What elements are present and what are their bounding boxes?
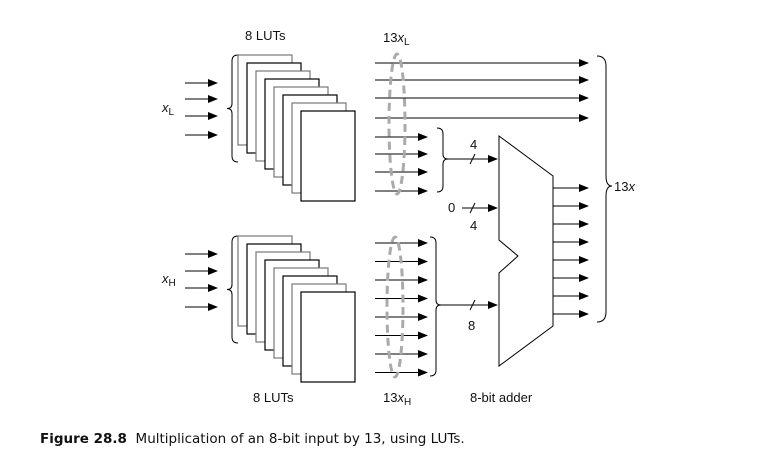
xh-input-arrows bbox=[185, 250, 218, 311]
bus-bottom-label: 13xH bbox=[383, 390, 411, 408]
caption-text: Multiplication of an 8-bit input by 13, … bbox=[135, 431, 465, 447]
bus-bottom-ellipse bbox=[385, 235, 405, 379]
adder-block bbox=[498, 135, 554, 367]
zero-width-label: 4 bbox=[470, 218, 477, 233]
bus-top-label: 13xL bbox=[383, 30, 410, 48]
figure-number: Figure 28.8 bbox=[40, 431, 127, 447]
top-lut-stack bbox=[237, 54, 356, 202]
bottom-lut-stack bbox=[237, 235, 356, 383]
figure-caption: Figure 28.8 Multiplication of an 8-bit i… bbox=[40, 431, 465, 447]
xl-label: xL bbox=[161, 100, 175, 118]
top-width-label: 4 bbox=[470, 137, 477, 152]
lut-8 bbox=[300, 291, 356, 383]
luts-top-label: 8 LUTs bbox=[245, 28, 286, 43]
bottom-lut-output-arrows bbox=[375, 239, 428, 377]
xl-input-arrows bbox=[185, 79, 218, 139]
bottom-width-slash bbox=[469, 299, 476, 311]
top-width-slash bbox=[469, 153, 476, 165]
zero-width-slash bbox=[469, 202, 476, 214]
xh-input-brace bbox=[226, 235, 239, 344]
output-brace bbox=[596, 55, 613, 323]
bus-top-ellipse bbox=[387, 52, 407, 196]
bottom-width-label: 8 bbox=[468, 318, 475, 333]
adder-label: 8-bit adder bbox=[470, 390, 533, 405]
luts-bottom-label: 8 LUTs bbox=[253, 390, 294, 405]
output-label: 13x bbox=[614, 179, 635, 194]
adder-output-arrows bbox=[553, 184, 589, 318]
top-adder-brace bbox=[436, 127, 449, 193]
xl-input-brace bbox=[226, 54, 239, 163]
bottom-adder-brace bbox=[429, 236, 442, 377]
xh-label: xH bbox=[161, 271, 176, 289]
lut-8 bbox=[300, 110, 356, 202]
top-lut-output-arrows bbox=[375, 59, 589, 195]
zero-input-label: 0 bbox=[448, 200, 455, 215]
